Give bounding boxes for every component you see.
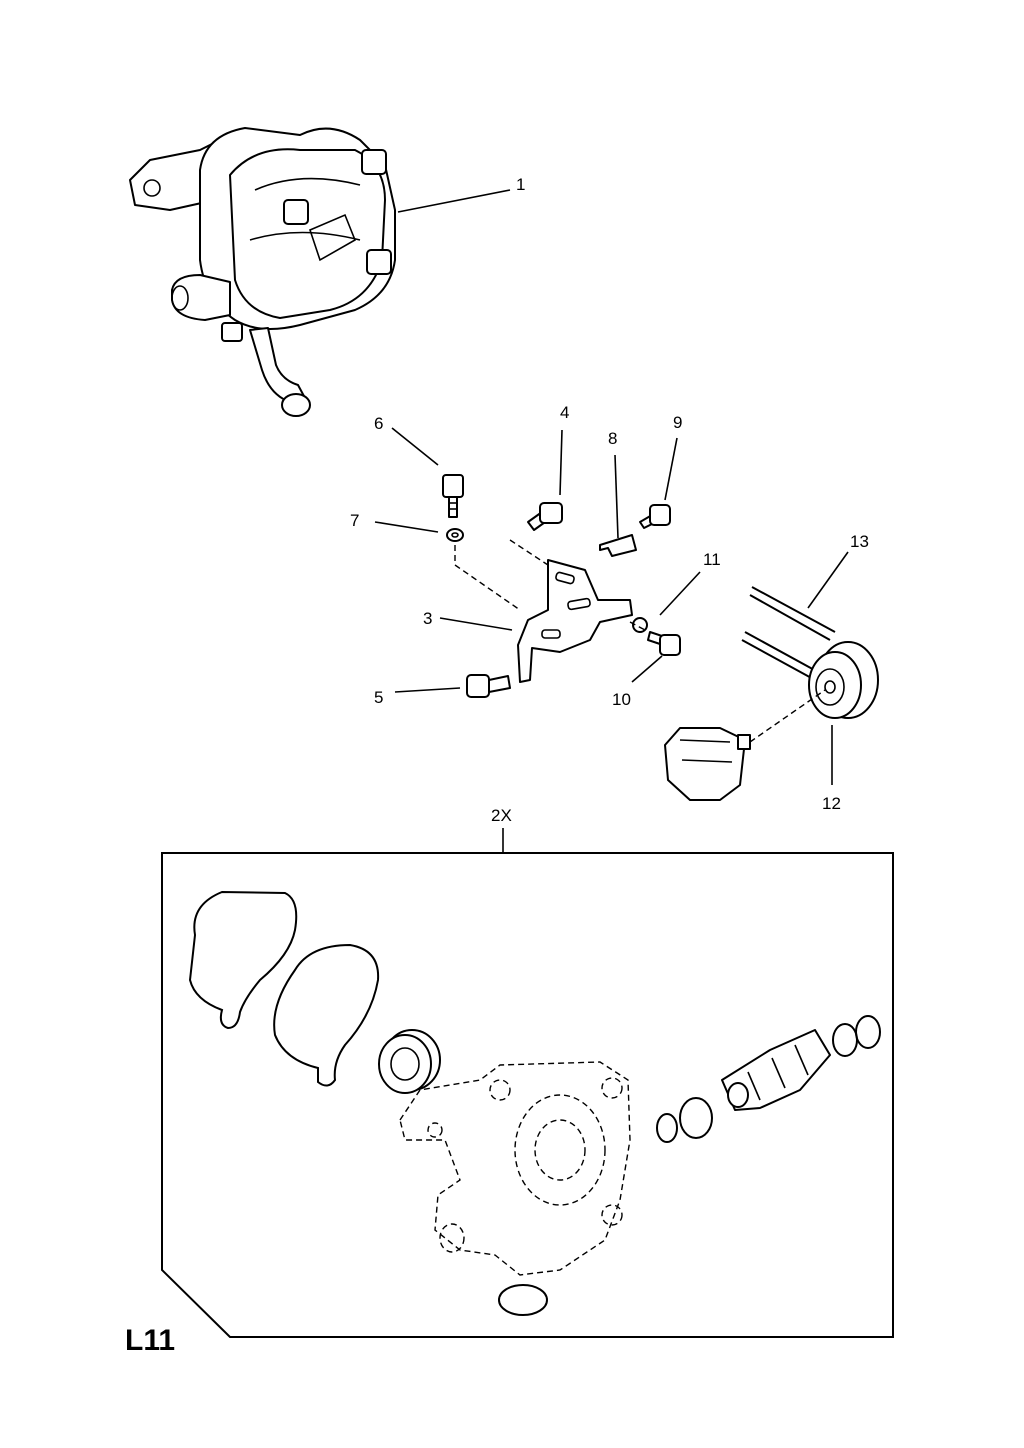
callout-8: 8	[608, 429, 617, 448]
repair-kit-box	[161, 852, 894, 1338]
clip-8	[599, 534, 637, 557]
bolt-9	[639, 504, 671, 529]
callout-6: 6	[374, 414, 383, 433]
drive-belt-13	[741, 586, 836, 681]
callout-10: 10	[612, 690, 631, 709]
bracket-3	[517, 559, 633, 683]
cover-bolt	[283, 149, 392, 275]
pump-body-ghost	[399, 1061, 631, 1276]
callout-5: 5	[374, 688, 383, 707]
callout-12: 12	[822, 794, 841, 813]
pump-small-view	[664, 689, 826, 801]
bolt-5	[466, 674, 511, 698]
washer-7	[446, 528, 464, 542]
gasket-medium	[273, 943, 380, 1087]
gasket-large	[188, 890, 298, 1030]
callout-4: 4	[560, 403, 569, 422]
leader-lines	[374, 189, 849, 853]
callout-13: 13	[850, 532, 869, 551]
assembly-lines	[454, 539, 646, 631]
callout-labels: 1 6 4 8 9 7 11 13 3 5 10 12 2X	[350, 175, 869, 825]
callout-1: 1	[516, 175, 525, 194]
bolt-4	[527, 502, 563, 531]
pulley-12	[808, 641, 879, 719]
callout-2x: 2X	[491, 806, 512, 825]
o-rings-valve	[656, 1015, 881, 1143]
bolt-10	[647, 631, 681, 656]
callout-11: 11	[703, 550, 721, 569]
callout-3: 3	[423, 609, 432, 628]
o-ring-bottom	[498, 1284, 548, 1316]
callout-7: 7	[350, 511, 359, 530]
callout-9: 9	[673, 413, 682, 432]
oil-seal	[378, 1029, 441, 1094]
bolt-6	[442, 474, 464, 518]
power-steering-pump	[129, 127, 396, 417]
page-id: L11	[125, 1324, 175, 1357]
flow-control-valve	[721, 1029, 831, 1111]
